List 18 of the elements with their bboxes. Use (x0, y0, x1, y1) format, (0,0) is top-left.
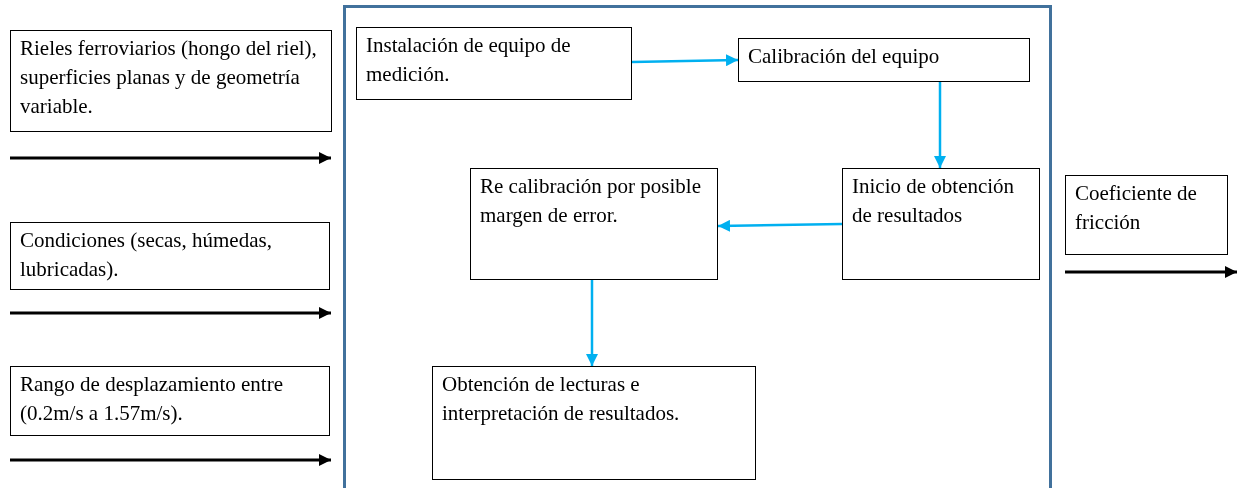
text-box: Obtención de lecturas e interpretación de resultados. (432, 366, 756, 480)
arrow (934, 82, 946, 168)
text-box: Rango de desplazamiento entre (0.2m/s a 1.57m/s). (10, 366, 330, 436)
process-frame (343, 5, 1052, 488)
arrow (10, 307, 331, 319)
text-box: Condiciones (secas, húmedas, lubricadas). (10, 222, 330, 290)
arrow (1065, 266, 1237, 278)
arrow (586, 280, 598, 366)
arrow (10, 152, 331, 164)
text-box: Coeficiente de fricción (1065, 175, 1228, 255)
arrow (717, 219, 843, 232)
text-box: Rieles ferroviarios (hongo del riel), superficies planas y de geometría variable. (10, 30, 332, 132)
arrow (631, 54, 739, 67)
arrow (10, 454, 331, 466)
text-box: Inicio de obtención de resultados (842, 168, 1040, 280)
text-box: Re calibración por posible margen de error. (470, 168, 718, 280)
text-box: Instalación de equipo de medición. (356, 27, 632, 100)
text-box: Calibración del equipo (738, 38, 1030, 82)
